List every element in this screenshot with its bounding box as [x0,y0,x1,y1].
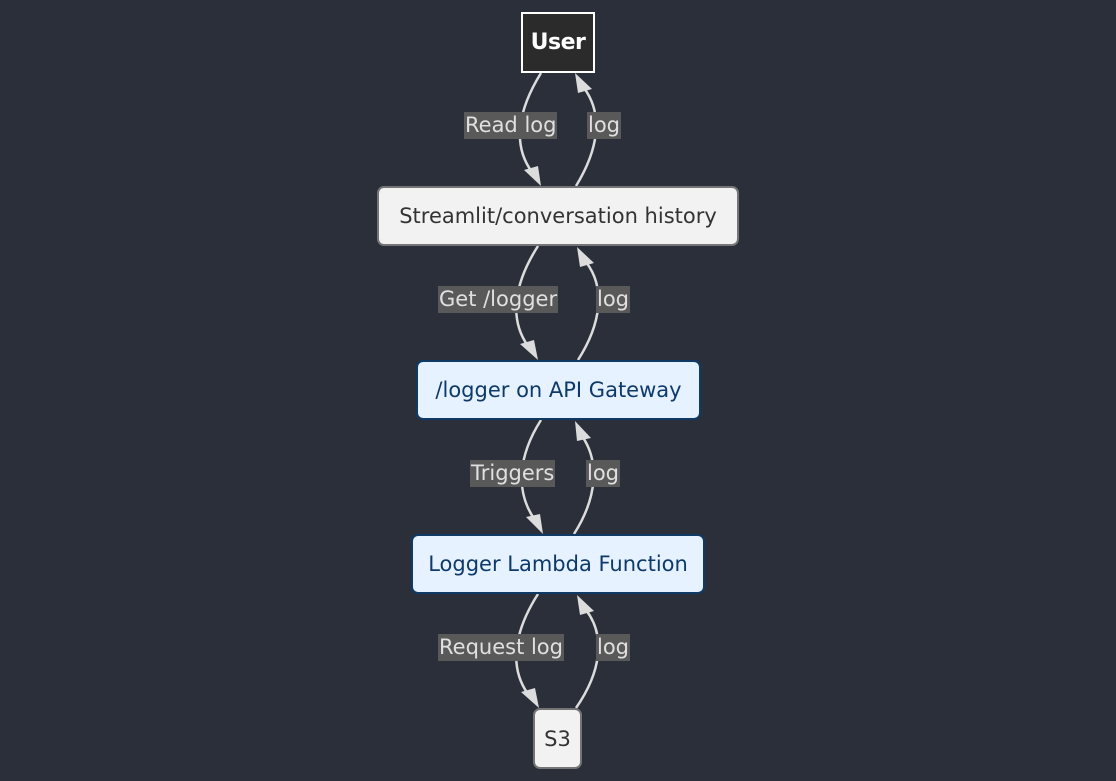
node-s3: S3 [533,708,582,769]
node-logger-lambda-function: Logger Lambda Function [411,534,705,594]
node-streamlit-conversation-history: Streamlit/conversation history [377,186,739,246]
edge-label: log [586,460,621,487]
edge-label: log [596,634,631,661]
edge-label: Triggers [470,460,556,487]
arrowhead-up-icon [575,73,592,93]
edge-label: Request log [438,634,564,661]
arrowhead-down-icon [526,514,543,534]
arrowhead-down-icon [524,166,541,186]
edge-label: Get /logger [438,286,559,313]
edge-label: Read log [464,112,558,139]
edge-label: log [587,112,622,139]
arrowhead-up-icon [577,247,594,267]
arrowhead-down-icon [521,688,539,708]
edge-log-to-lambda [574,609,600,709]
node-user: User [521,12,595,73]
edge-label: log [596,286,631,313]
node-api-gateway-logger: /logger on API Gateway [416,360,701,420]
arrowhead-up-icon [577,595,594,615]
arrowhead-down-icon [520,340,538,360]
arrowhead-up-icon [575,421,591,441]
